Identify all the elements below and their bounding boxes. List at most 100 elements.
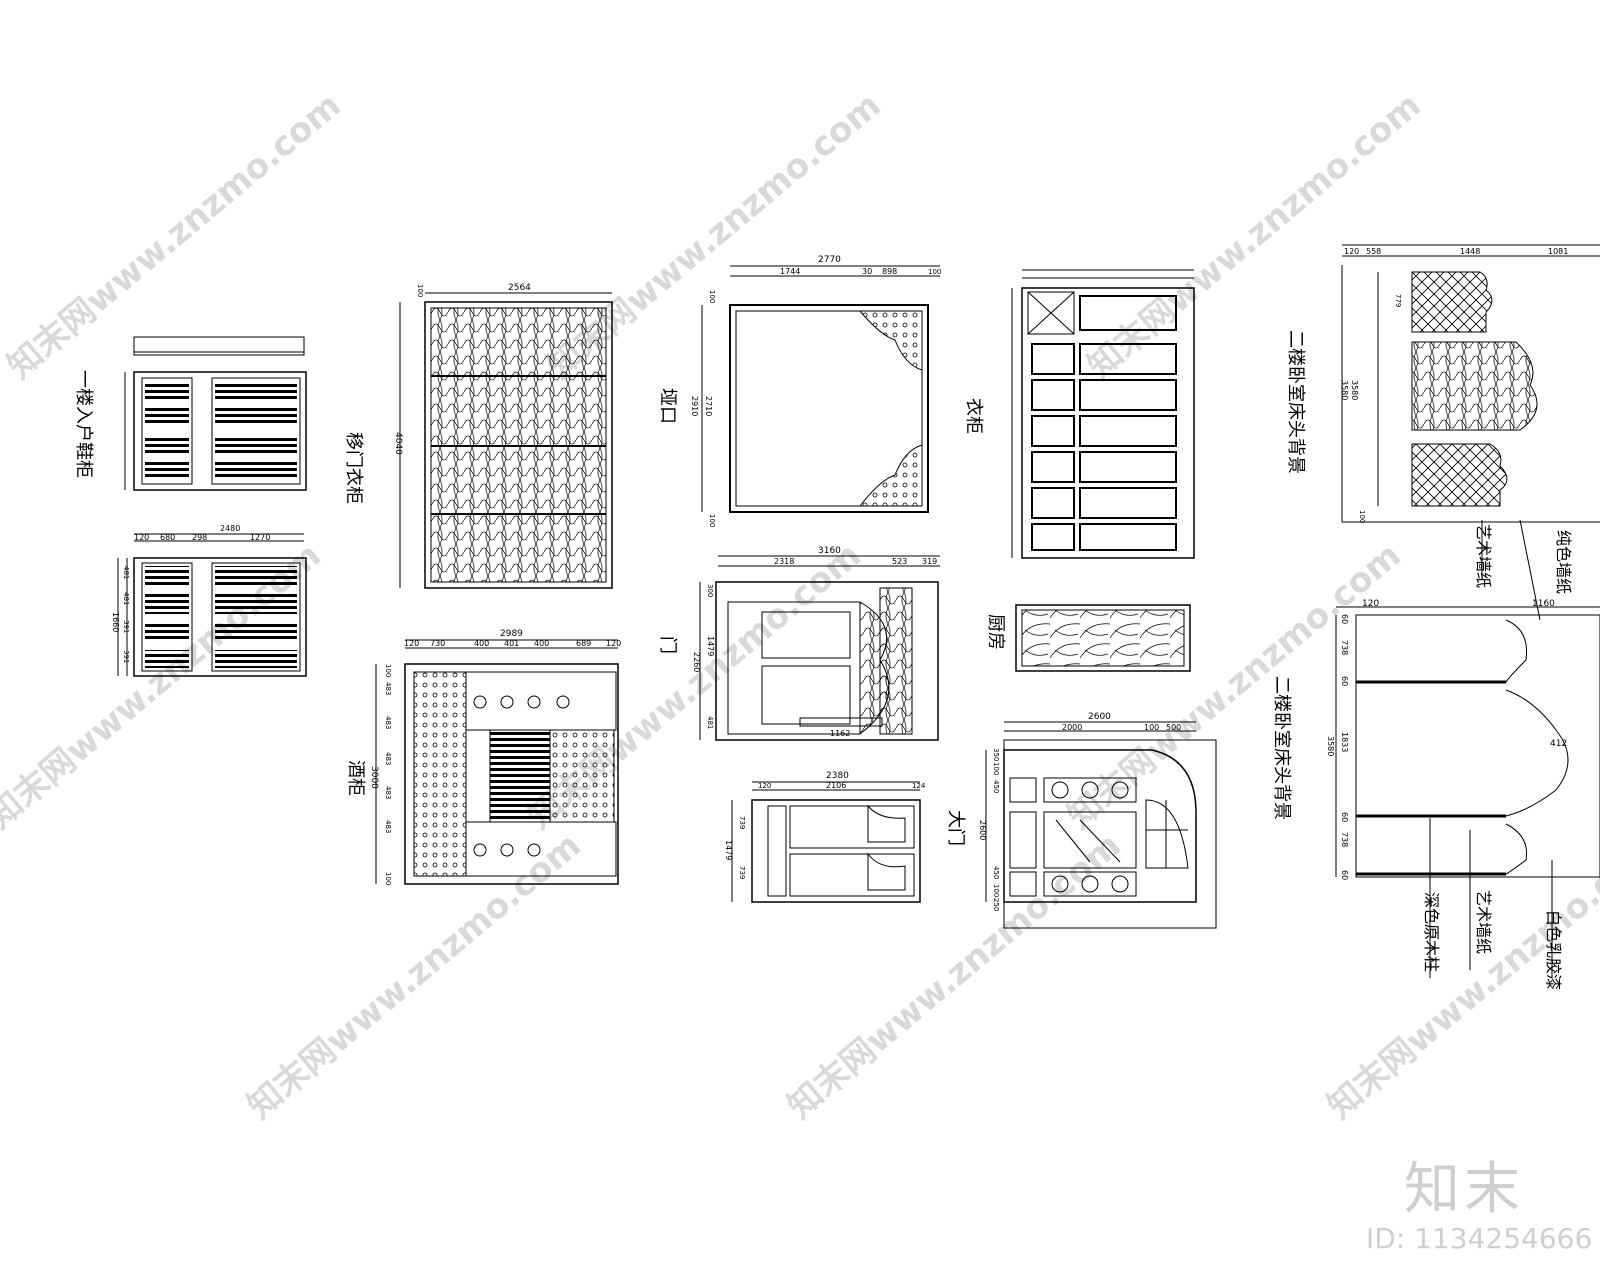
watermark: 知末网www.znzmo.com [1080, 85, 1429, 387]
dimension-text: 100 [1144, 723, 1159, 732]
dimension-text: 100 [708, 290, 716, 303]
dimension-text: 680 [160, 533, 175, 542]
wardrobe-label: 衣柜 [963, 398, 984, 434]
dimension-text: 1744 [780, 267, 800, 276]
shoe-cabinet-label: 一楼入户鞋柜 [73, 370, 94, 478]
dimension-text: 60 [1340, 812, 1349, 822]
dimension-text: 450 [992, 780, 1000, 793]
dimension-text: 2770 [818, 255, 841, 265]
dimension-text: 738 [1340, 832, 1349, 847]
dimension-text: 483 [384, 752, 392, 765]
dimension-text: 3160 [818, 546, 841, 556]
dimension-text: 1270 [250, 533, 270, 542]
dimension-text: 2318 [774, 557, 794, 566]
callout-art-wallpaper-1: 艺术墙纸 [1474, 524, 1493, 588]
dimension-text: 401 [504, 639, 519, 648]
dimension-text: 100 [928, 268, 941, 276]
brand-logo: 知末 [1404, 1157, 1524, 1222]
dimension-text: 120 [1362, 599, 1379, 609]
dimension-text: 1479 [724, 840, 733, 860]
dimension-text: 483 [384, 682, 392, 695]
main-door-elevation [985, 721, 1217, 929]
callout-art-wallpaper-2: 艺术墙纸 [1474, 890, 1493, 954]
dimension-text: 730 [430, 639, 445, 648]
main-door-label: 大门 [945, 810, 966, 846]
wine-cabinet-elevation [375, 639, 619, 885]
dimension-text: 1448 [1460, 247, 1480, 256]
dimension-text: 898 [882, 267, 897, 276]
bedroom-headboard-elevation-2 [1335, 606, 1600, 978]
dimension-text: 412 [1550, 739, 1567, 749]
dimension-text: 2600 [1088, 712, 1111, 722]
dimension-text: 2106 [826, 781, 846, 790]
dimension-text: 1479 [706, 636, 715, 656]
dimension-text: 481 [706, 716, 714, 729]
dimension-text: 100 [384, 872, 392, 885]
dimension-text: 483 [384, 820, 392, 833]
dimension-text: 319 [922, 557, 937, 566]
dimension-text: 120 [404, 639, 419, 648]
dimension-text: 100 [992, 884, 1000, 897]
dimension-text: 483 [384, 716, 392, 729]
dimension-text: 481 [122, 566, 130, 579]
dimension-text: 120 [606, 639, 621, 648]
sliding-wardrobe-label: 移门衣柜 [343, 432, 364, 504]
dimension-text: 100 [708, 514, 716, 527]
dimension-text: 350 [992, 748, 1000, 761]
dimension-text: 400 [534, 639, 549, 648]
dimension-text: 120 [134, 533, 149, 542]
dimension-text: 100 [416, 284, 424, 297]
dimension-text: 500 [1166, 723, 1181, 732]
dimension-text: 250 [992, 898, 1000, 911]
wardrobe-elevation [1011, 269, 1195, 559]
dimension-text: 120 [758, 782, 771, 790]
dimension-text: 100 [1358, 510, 1366, 523]
dimension-text: 391 [122, 620, 130, 633]
dimension-text: 100 [992, 762, 1000, 775]
bedroom-headboard-1-label: 二楼卧室床头背景 [1285, 330, 1306, 474]
dimension-text: 400 [474, 639, 489, 648]
dimension-text: 3580 [1340, 380, 1349, 400]
bedroom-headboard-elevation-1 [1341, 244, 1600, 621]
dimension-text: 1081 [1548, 247, 1568, 256]
dimension-text: 100 [384, 664, 392, 677]
dimension-text: 1160 [1532, 599, 1555, 609]
dimension-text: 2910 [690, 396, 699, 416]
dimension-text: 1660 [111, 612, 120, 632]
dimension-text: 2989 [500, 629, 523, 639]
dimension-text: 689 [576, 639, 591, 648]
dimension-text: 60 [1340, 676, 1349, 686]
dimension-text: 2564 [508, 283, 531, 293]
dimension-text: 2260 [692, 652, 701, 672]
shoe-cabinet-elevation-a [124, 336, 307, 491]
dimension-text: 2380 [826, 771, 849, 781]
wall-panel-elevation [731, 781, 921, 903]
kitchen-panel-elevation [1015, 604, 1191, 672]
drawing-labels: 一楼入户鞋柜 移门衣柜 酒柜 垭口 门 衣柜 厨房 大门 二楼卧室床头背景 二楼… [73, 330, 1573, 990]
dimension-text: 481 [122, 592, 130, 605]
watermark: 知末网www.znzmo.com [0, 85, 349, 387]
dimension-text: 739 [738, 866, 746, 879]
dimension-text: 2710 [704, 396, 713, 416]
kitchen-label: 厨房 [985, 614, 1006, 650]
door-opening-elevation [701, 265, 940, 513]
wine-cabinet-label: 酒柜 [345, 760, 366, 796]
dimension-text: 2480 [220, 524, 240, 533]
door-opening-label: 垭口 [657, 388, 678, 424]
dimension-text: 3580 [1326, 736, 1335, 756]
dimension-text: 558 [1366, 247, 1381, 256]
dimension-text: 483 [384, 786, 392, 799]
sliding-wardrobe-elevation [399, 292, 613, 589]
door-label: 门 [657, 636, 678, 654]
dimension-text: 60 [1340, 614, 1349, 624]
dimension-text: 4040 [393, 432, 403, 455]
dimension-text: 450 [992, 866, 1000, 879]
watermark: 知末网www.znzmo.com [780, 825, 1129, 1127]
callout-dark-wood-column: 深色原木柱 [1422, 892, 1441, 972]
dimension-text: 2000 [1062, 723, 1082, 732]
dimension-text: 60 [1340, 870, 1349, 880]
dimension-text: 3580 [1350, 380, 1359, 400]
dimension-text: 124 [912, 782, 926, 790]
dimension-text: 30 [862, 267, 872, 276]
